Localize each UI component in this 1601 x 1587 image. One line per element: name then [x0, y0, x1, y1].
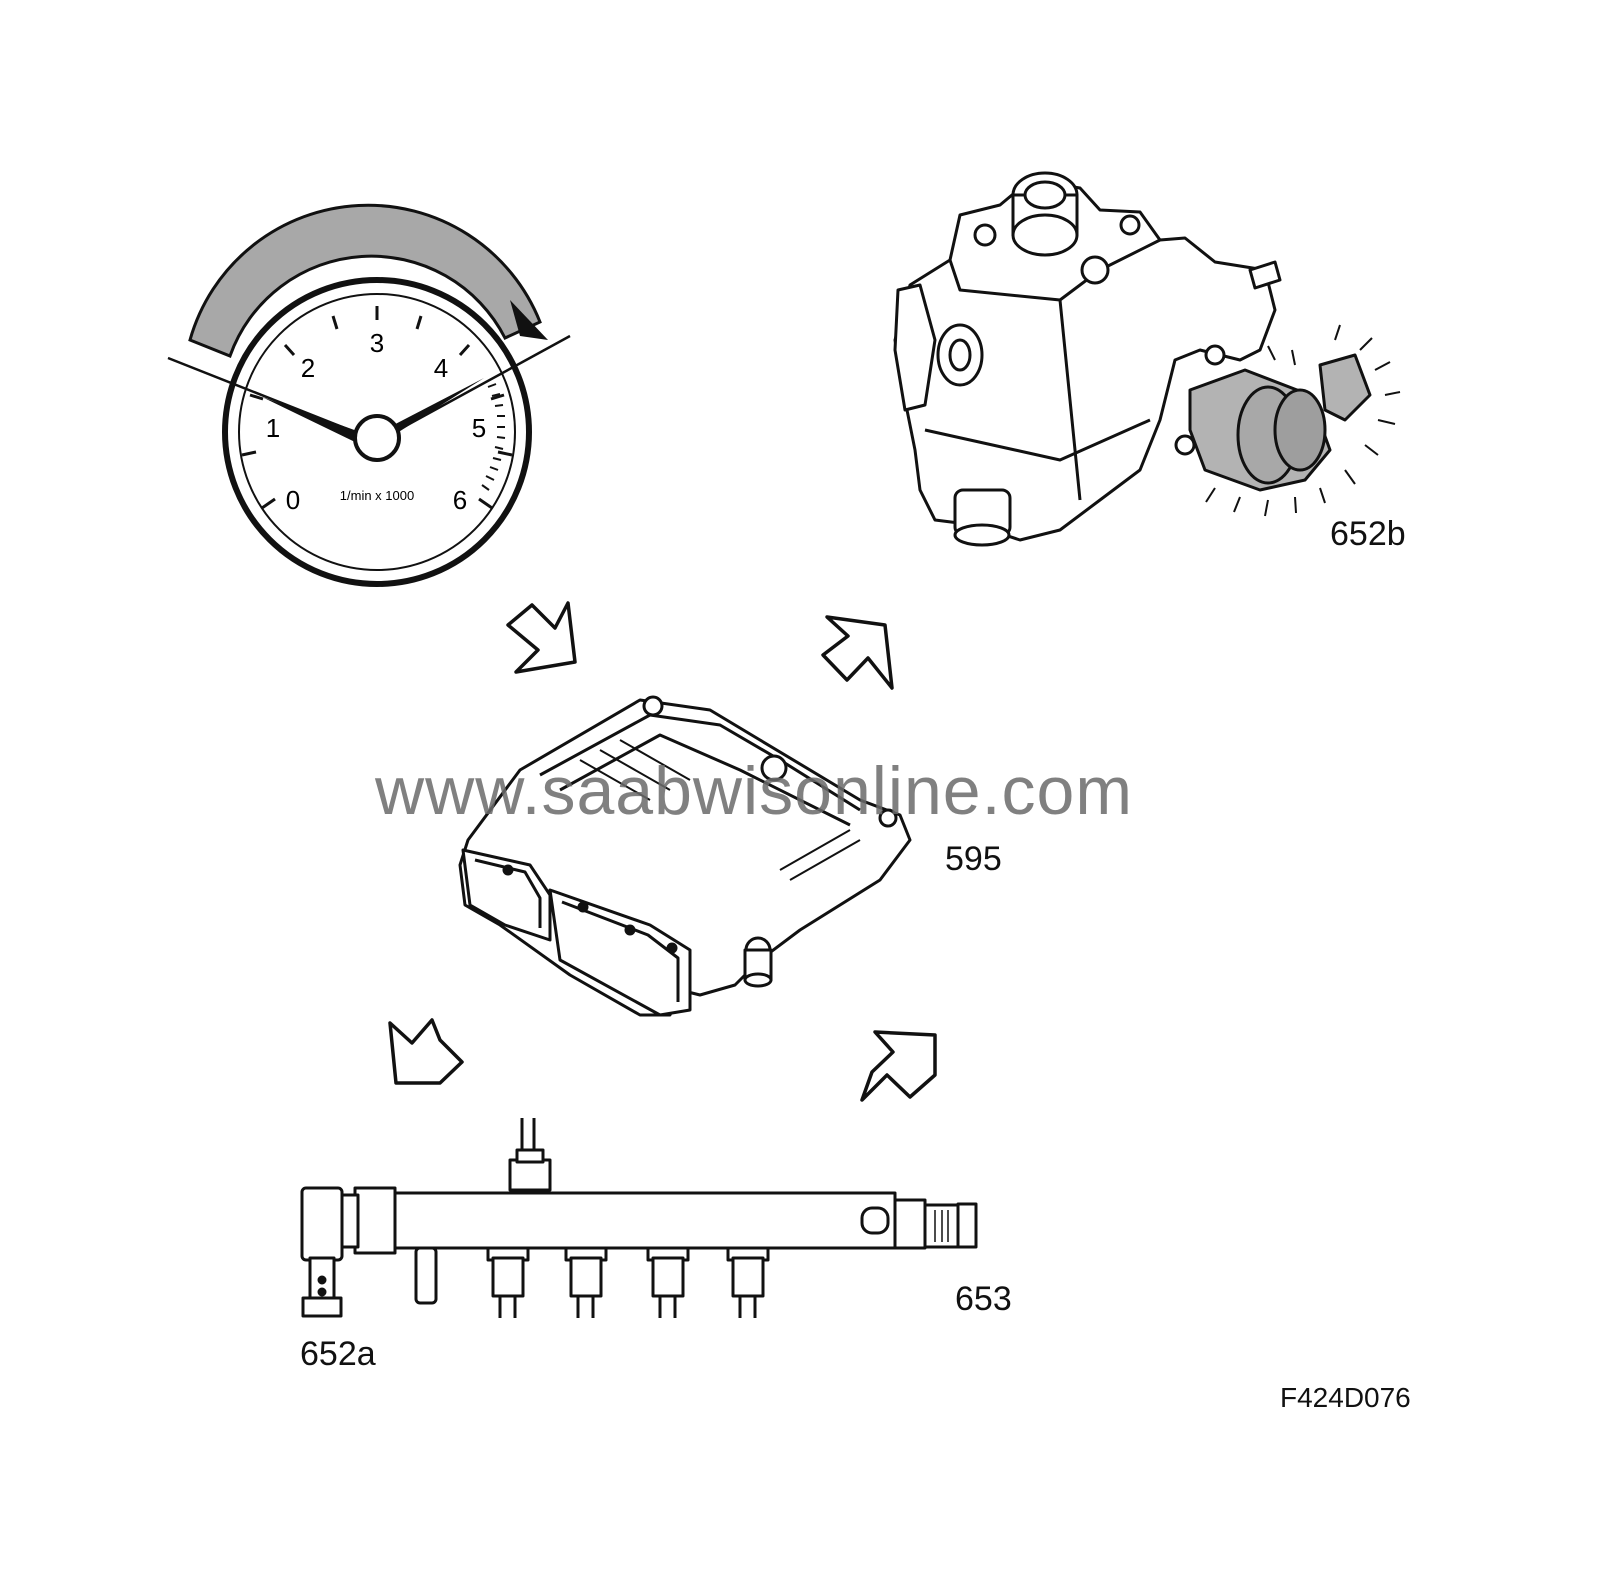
pump-bolt: [973, 223, 997, 247]
figure-id: F424D076: [1280, 1382, 1411, 1413]
ecm-connector-right: [548, 888, 692, 1017]
rpm-sweep-arrow: [510, 300, 548, 340]
tach-unit-label: 1/min x 1000: [340, 488, 414, 503]
tach-number-2: 2: [301, 353, 315, 383]
needle-hub: [353, 414, 401, 462]
label-pump-valve: 652b: [1330, 515, 1406, 553]
rail-pressure-sensor: [300, 1186, 397, 1318]
pump-bolt: [1119, 214, 1141, 236]
injector-outlet-1: [486, 1246, 530, 1318]
tach-number-5: 5: [472, 413, 486, 443]
ecm-top-rib: [539, 713, 861, 812]
injector-outlet-4: [726, 1246, 770, 1318]
pump-bolt: [1204, 344, 1226, 366]
rail-return-stub: [414, 1246, 438, 1305]
ecm-bolt: [760, 754, 788, 782]
tachometer: 0 1 2 3 4 5 6 1/min x 1000: [167, 203, 571, 587]
pump-outlet-nipple: [1248, 260, 1282, 290]
ecm-cooling-fins: [579, 739, 861, 881]
arrow-tach-to-ecm: [506, 601, 577, 674]
label-control-module: 595: [945, 840, 1002, 878]
tach-number-1: 1: [266, 413, 280, 443]
pump-top-port-cap: [1023, 180, 1067, 210]
ecm-connector-left: [461, 848, 552, 942]
watermark: www.saabwisonline.com: [375, 753, 1133, 829]
rpm-sweep-band: [188, 203, 542, 358]
gauge-ticks: [241, 306, 513, 510]
tach-number-3: 3: [370, 328, 384, 358]
rail-right-fitting: [893, 1198, 927, 1250]
tach-number-6: 6: [453, 485, 467, 515]
pump-lower-edge: [924, 418, 1151, 462]
pressure-regulator-valve: [1188, 353, 1372, 492]
engine-control-module: [458, 695, 912, 1017]
arrow-rail-to-ecm: [860, 1030, 937, 1102]
injector-outlet-2: [564, 1246, 608, 1318]
pump-side-edge: [1058, 299, 1082, 501]
pump-bolt: [1174, 434, 1196, 456]
valve-highlight-rays: [1205, 324, 1401, 517]
ecm-top-rib-inner: [559, 733, 851, 827]
pump-left-flange: [893, 283, 937, 412]
flow-arrows: [388, 601, 937, 1102]
redline-ticks: [481, 383, 506, 491]
tach-number-0: 0: [286, 485, 300, 515]
arrow-ecm-to-sensor: [388, 1018, 464, 1085]
pump-bolt: [1080, 255, 1110, 285]
high-pressure-pump: [893, 171, 1401, 547]
tach-number-4: 4: [434, 353, 448, 383]
fuel-rail-tube: [393, 1191, 897, 1250]
needle-high: [380, 378, 484, 440]
ecm-bolt: [642, 695, 664, 717]
fuel-rail-assembly: [300, 1118, 978, 1318]
arrow-ecm-to-pump: [821, 615, 894, 690]
needle-low: [262, 397, 360, 442]
label-rail-sensor: 652a: [300, 1335, 376, 1373]
ecm-bolt: [878, 808, 898, 828]
rail-top-sensor: [508, 1158, 552, 1192]
label-fuel-rail: 653: [955, 1280, 1012, 1318]
injector-outlet-3: [646, 1246, 690, 1318]
